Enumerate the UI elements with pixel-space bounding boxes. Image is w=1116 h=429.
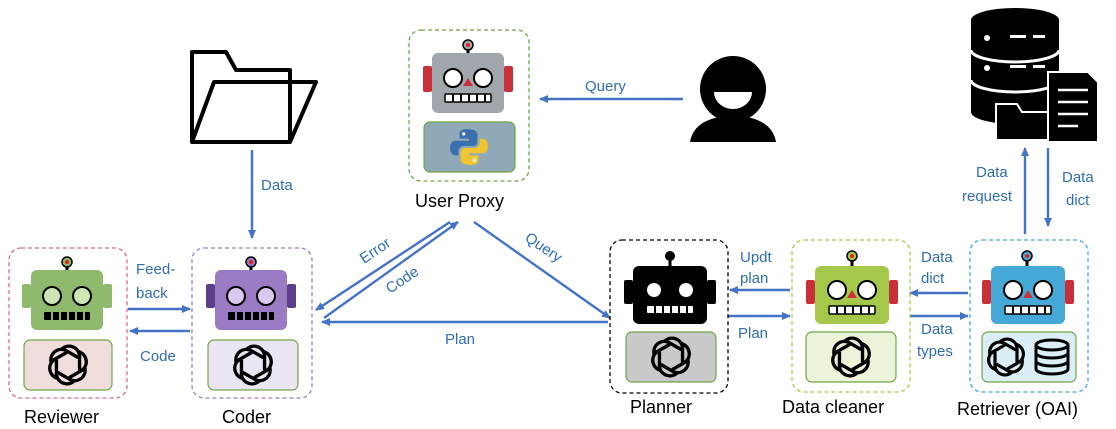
agent-label-data-cleaner: Data cleaner (782, 397, 884, 417)
robot-icon (624, 251, 716, 324)
agent-data-cleaner (791, 239, 911, 393)
edge-label-db-dict-line2: dict (1066, 192, 1090, 209)
edge-label-db-dict-line1: Data (1062, 169, 1094, 186)
edge-label-updt-line2: plan (740, 270, 768, 287)
folder-icon (190, 50, 318, 144)
edge-label-data: Data (261, 177, 293, 194)
edge-label-plan-coder: Plan (445, 331, 475, 348)
robot-icon (206, 256, 296, 330)
robot-icon (423, 39, 513, 113)
edge-label-code-reviewer: Code (140, 348, 176, 365)
agent-label-coder: Coder (222, 407, 271, 427)
user-icon (690, 56, 776, 142)
edge-label-feedback-line1: Feed- (136, 261, 175, 278)
agent-planner (609, 239, 729, 394)
edge-label-code-proxy: Code (383, 263, 422, 297)
agent-label-retriever: Retriever (OAI) (957, 399, 1078, 419)
agent-reviewer (8, 247, 128, 399)
robot-icon (982, 250, 1074, 324)
arrows (128, 95, 1052, 335)
edge-label-data-dict-line1: Data (921, 249, 953, 266)
agent-label-user-proxy: User Proxy (415, 191, 504, 211)
edge-label-data-dict-line2: dict (921, 270, 945, 287)
edge-label-updt-line1: Updt (740, 249, 773, 266)
edge-label-data-types-line1: Data (921, 321, 953, 338)
edge-label-data-request-line2: request (962, 188, 1013, 205)
arrow-proxy-to-planner (473, 221, 611, 319)
arrow-coder-to-proxy (323, 221, 459, 319)
robot-icon (22, 256, 112, 330)
agent-user-proxy (408, 29, 530, 182)
robot-icon (806, 250, 898, 324)
arrow-proxy-to-coder (315, 220, 451, 312)
agent-label-reviewer: Reviewer (24, 407, 99, 427)
document-icon (995, 71, 1099, 143)
edge-label-plan-cleaner: Plan (738, 325, 768, 342)
edge-label-data-types-line2: types (917, 343, 953, 360)
edge-label-feedback-line2: back (136, 285, 168, 302)
agent-coder (191, 247, 313, 399)
agent-label-planner: Planner (630, 397, 692, 417)
edge-label-query-user: Query (585, 78, 626, 95)
edge-label-data-request-line1: Data (976, 164, 1008, 181)
agent-retriever (969, 239, 1089, 393)
